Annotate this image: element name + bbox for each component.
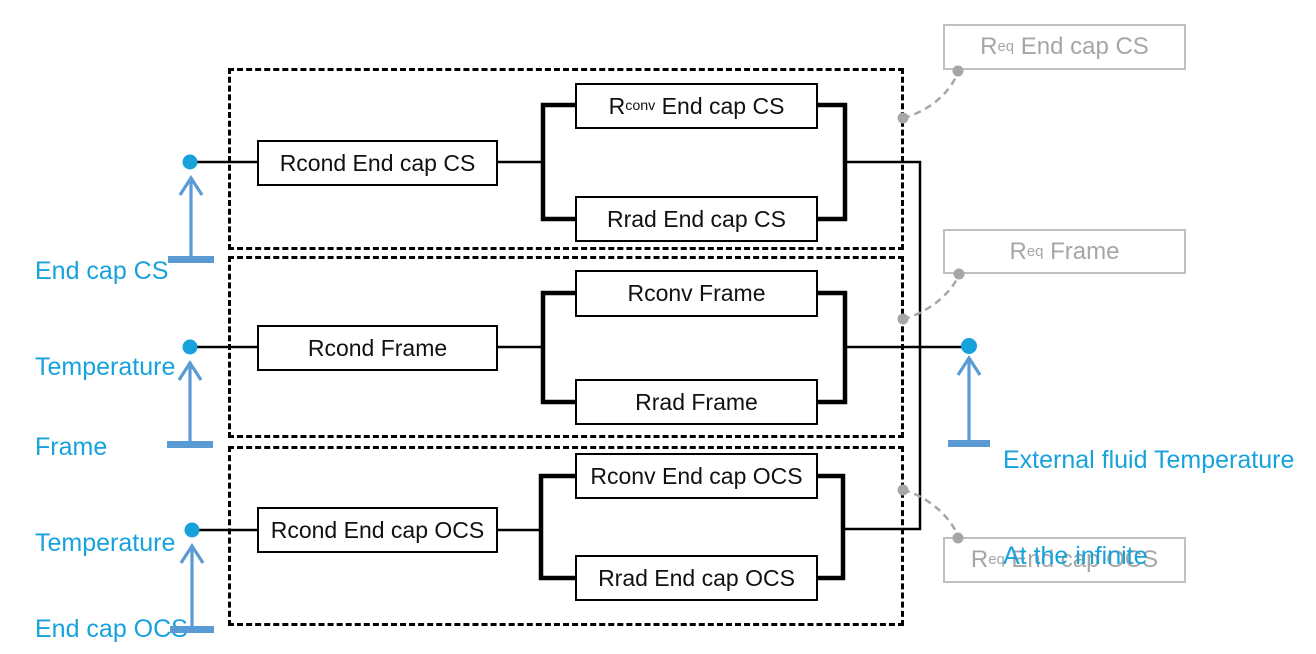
rconv-box-frame: Rconv Frame bbox=[575, 270, 818, 317]
callout-curve-frame bbox=[902, 274, 961, 321]
node-label-line1: End cap OCS bbox=[35, 615, 188, 643]
node-dot-endcap-cs bbox=[182, 154, 198, 170]
rcond-box-endcap-cs: Rcond End cap CS bbox=[257, 140, 498, 186]
req-label-endcap-cs: R bbox=[980, 33, 998, 60]
node-label-external-fluid-temperature: External fluid Temperature At the infini… bbox=[1003, 380, 1294, 636]
callout-curve-cs bbox=[902, 71, 960, 120]
node-label-line2: Temperature bbox=[35, 529, 176, 557]
dashed-region-endcap-ocs bbox=[228, 446, 904, 626]
rcond-label-endcap-cs: Rcond End cap CS bbox=[279, 149, 476, 176]
node-label-frame-temperature: Frame Temperature bbox=[35, 367, 175, 623]
rrad-box-endcap-ocs: Rrad End cap OCS bbox=[575, 555, 818, 601]
arrow-chevron-icon bbox=[177, 360, 203, 381]
rconv-label-endcap-cs: R bbox=[608, 92, 626, 119]
rconv-label-rest-endcap-cs: End cap CS bbox=[655, 92, 785, 119]
node-label-endcap-ocs-temperature: End cap OCS Temperature bbox=[35, 549, 188, 654]
callout-curve-ocs bbox=[902, 488, 960, 537]
node-label-endcap-cs-temperature: End cap CS Temperature bbox=[35, 191, 175, 447]
rcond-box-endcap-ocs: Rcond End cap OCS bbox=[257, 507, 498, 553]
rrad-label-endcap-ocs: Rrad End cap OCS bbox=[598, 564, 795, 591]
rrad-label-frame: Rrad Frame bbox=[635, 388, 758, 415]
callout-endpoint-dots bbox=[897, 65, 965, 544]
req-label-frame: R bbox=[1009, 237, 1027, 265]
rconv-label-endcap-ocs: Rconv End cap OCS bbox=[590, 462, 803, 489]
rcond-label-endcap-ocs: Rcond End cap OCS bbox=[270, 516, 485, 543]
node-dot-external-fluid bbox=[961, 338, 977, 354]
node-label-line1: End cap CS bbox=[35, 257, 169, 285]
rconv-label-frame: Rconv Frame bbox=[627, 280, 766, 306]
ground-bar-external bbox=[948, 440, 990, 447]
node-label-line2: Temperature bbox=[35, 353, 176, 381]
rrad-box-frame: Rrad Frame bbox=[575, 379, 818, 425]
node-dot-endcap-ocs bbox=[184, 522, 200, 538]
rcond-label-frame: Rcond Frame bbox=[307, 334, 448, 361]
node-label-line1: External fluid Temperature bbox=[1003, 446, 1295, 474]
req-label-rest-frame: Frame bbox=[1043, 237, 1120, 265]
req-label-rest-endcap-ocs: End cap OCS bbox=[1004, 546, 1159, 573]
rrad-box-endcap-cs: Rrad End cap CS bbox=[575, 196, 818, 242]
rrad-label-endcap-cs: Rrad End cap CS bbox=[607, 205, 786, 232]
req-label-rest-endcap-cs: End cap CS bbox=[1014, 33, 1149, 60]
rcond-box-frame: Rcond Frame bbox=[257, 325, 498, 371]
arrow-chevron-icon bbox=[178, 175, 204, 196]
node-dot-frame bbox=[182, 339, 198, 355]
rconv-box-endcap-ocs: Rconv End cap OCS bbox=[575, 453, 818, 499]
req-label-endcap-ocs: R bbox=[970, 546, 989, 573]
arrow-chevron-icon bbox=[956, 355, 982, 376]
dashed-region-endcap-cs bbox=[228, 68, 904, 250]
callout-connectors bbox=[902, 71, 961, 537]
node-label-line2: At the infinite bbox=[1003, 542, 1148, 570]
node-label-line1: Frame bbox=[35, 433, 108, 461]
